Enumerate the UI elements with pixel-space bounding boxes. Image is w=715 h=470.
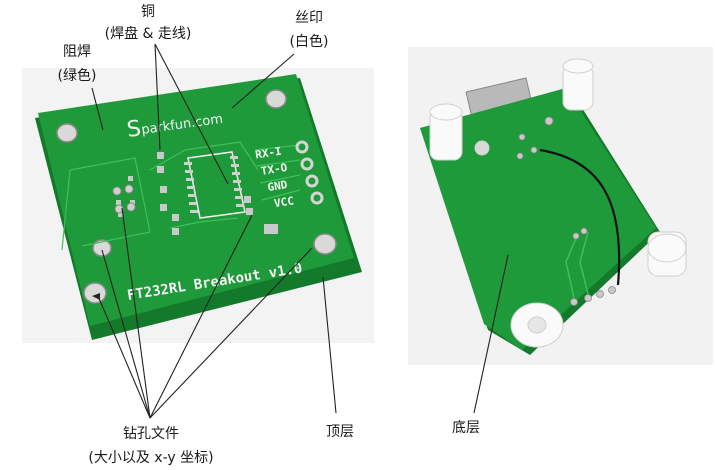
annotation-lines	[91, 43, 509, 419]
pin-label-tx: TX-O	[260, 161, 289, 178]
jumper-wire	[539, 148, 621, 286]
labels: 阻焊 (绿色) 铜 (焊盘 & 走线) 丝印 (白色) 钻孔文件 (大小以及 x…	[58, 4, 480, 466]
label-solder-mask-line2: (绿色)	[58, 67, 97, 84]
label-silkscreen-line2: (白色)	[290, 33, 329, 50]
label-copper-line2: (焊盘 & 走线)	[105, 25, 192, 42]
label-copper-line1: 铜	[141, 4, 155, 20]
header-pins	[295, 140, 324, 205]
pin-label-vcc: VCC	[273, 194, 295, 210]
standoffs	[429, 58, 687, 348]
usb-pads	[112, 184, 136, 214]
top-traces	[61, 141, 301, 251]
pin-label-rx: RX-I	[254, 145, 282, 162]
smd-pads	[116, 152, 278, 235]
top-layer-photo: S parkfun.com RX-I TX-O GND VCC FT232RL …	[22, 68, 374, 343]
label-solder-mask-line1: 阻焊	[63, 44, 91, 60]
label-bottom-layer: 底层	[452, 420, 480, 436]
bottom-traces	[565, 231, 589, 299]
label-silkscreen-line1: 丝印	[295, 10, 323, 26]
brand-s: S	[125, 116, 142, 143]
label-drill-files-line1: 钻孔文件	[123, 426, 179, 442]
label-top-layer: 顶层	[326, 424, 354, 440]
top-mounting-holes	[56, 89, 337, 304]
bottom-layer-photo	[408, 47, 713, 365]
label-drill-files-line2: (大小以及 x-y 坐标)	[88, 450, 213, 466]
annotation-arrowheads	[92, 293, 100, 300]
pin-labels: RX-I TX-O GND VCC	[254, 145, 295, 211]
bottom-pads	[516, 116, 616, 306]
pin-label-gnd: GND	[267, 178, 289, 194]
ic-footprint	[184, 151, 246, 219]
